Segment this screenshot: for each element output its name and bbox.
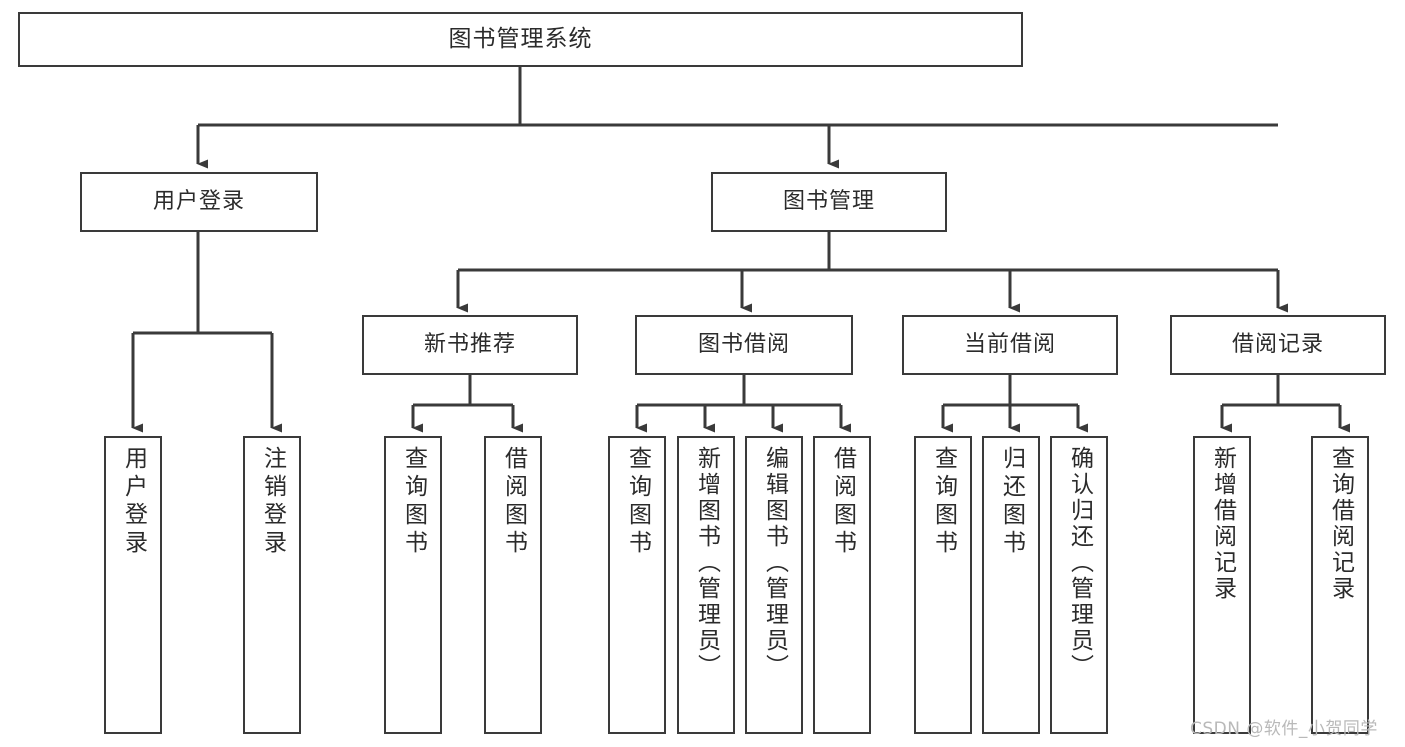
leaf-confirm-return-label: 确认归还（管理员） (1066, 446, 1093, 680)
leaf-add-book[interactable]: 新增图书（管理员） (677, 436, 735, 734)
leaf-return-book-label: 归还图书 (998, 446, 1025, 558)
leaf-edit-book-label: 编辑图书（管理员） (761, 446, 788, 680)
node-new-book-recommend[interactable]: 新书推荐 (362, 315, 578, 375)
node-book-manage-label: 图书管理 (782, 188, 875, 214)
leaf-user-login[interactable]: 用户登录 (104, 436, 162, 734)
leaf-add-record[interactable]: 新增借阅记录 (1193, 436, 1251, 734)
node-book-borrow[interactable]: 图书借阅 (635, 315, 853, 375)
leaf-borrow-book-2[interactable]: 借阅图书 (813, 436, 871, 734)
leaf-user-login-label: 用户登录 (120, 446, 147, 558)
leaf-edit-book[interactable]: 编辑图书（管理员） (745, 436, 803, 734)
leaf-add-book-label: 新增图书（管理员） (693, 446, 720, 680)
leaf-query-book-3[interactable]: 查询图书 (914, 436, 972, 734)
leaf-return-book[interactable]: 归还图书 (982, 436, 1040, 734)
node-user-login-label: 用户登录 (152, 188, 245, 214)
leaf-borrow-book-1[interactable]: 借阅图书 (484, 436, 542, 734)
leaf-logout-login-label: 注销登录 (259, 446, 286, 558)
node-root-label: 图书管理系统 (448, 25, 593, 52)
leaf-borrow-book-2-label: 借阅图书 (829, 446, 856, 558)
node-new-book-recommend-label: 新书推荐 (423, 331, 516, 357)
leaf-query-book-1[interactable]: 查询图书 (384, 436, 442, 734)
leaf-confirm-return[interactable]: 确认归还（管理员） (1050, 436, 1108, 734)
node-current-borrow-label: 当前借阅 (963, 331, 1056, 357)
leaf-add-record-label: 新增借阅记录 (1209, 446, 1236, 602)
leaf-borrow-book-1-label: 借阅图书 (500, 446, 527, 558)
leaf-query-record[interactable]: 查询借阅记录 (1311, 436, 1369, 734)
node-current-borrow[interactable]: 当前借阅 (902, 315, 1118, 375)
node-borrow-record[interactable]: 借阅记录 (1170, 315, 1386, 375)
node-borrow-record-label: 借阅记录 (1231, 331, 1324, 357)
node-book-borrow-label: 图书借阅 (697, 331, 790, 357)
node-root[interactable]: 图书管理系统 (18, 12, 1023, 67)
leaf-query-record-label: 查询借阅记录 (1327, 446, 1354, 602)
csdn-watermark: CSDN @软件_小贺同学 (1190, 719, 1378, 739)
leaf-query-book-3-label: 查询图书 (930, 446, 957, 558)
leaf-logout-login[interactable]: 注销登录 (243, 436, 301, 734)
leaf-query-book-2-label: 查询图书 (624, 446, 651, 558)
node-user-login[interactable]: 用户登录 (80, 172, 318, 232)
node-book-manage[interactable]: 图书管理 (711, 172, 947, 232)
leaf-query-book-2[interactable]: 查询图书 (608, 436, 666, 734)
leaf-query-book-1-label: 查询图书 (400, 446, 427, 558)
